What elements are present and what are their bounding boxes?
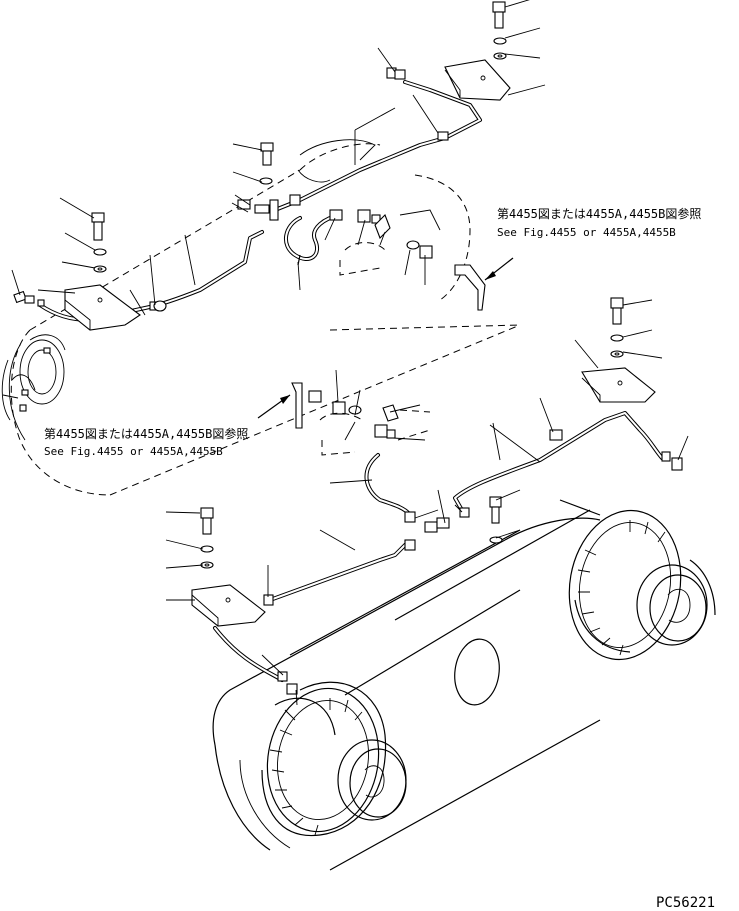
drawing-number: PC56221	[656, 895, 715, 911]
upper-left-bolt-stack	[91, 212, 107, 273]
lower-leader-lines	[165, 299, 689, 706]
upper-center-fittings	[237, 142, 381, 224]
lower-center-fittings	[404, 496, 503, 544]
reference-note-upper-jp: 第4455図または4455A,4455B図参照	[497, 206, 701, 221]
lower-final-drive-housing	[212, 499, 716, 871]
lower-left-hub	[239, 681, 407, 849]
lower-brake-pipes	[213, 411, 664, 682]
upper-left-elbow	[13, 290, 45, 307]
upper-hub	[1, 339, 65, 421]
reference-note-lower-en: See Fig.4455 or 4455A,4455B	[44, 445, 223, 458]
lower-right-bracket	[549, 297, 683, 471]
upper-left-brake-pipe	[38, 80, 482, 322]
reference-note-upper: 第4455図または4455A,4455B図参照 See Fig.4455 or …	[497, 206, 701, 239]
lower-right-hub	[568, 509, 708, 661]
lower-left-bracket	[191, 507, 416, 695]
upper-left-bracket	[64, 284, 167, 331]
reference-note-upper-en: See Fig.4455 or 4455A,4455B	[497, 226, 676, 239]
lower-reference-bracket	[291, 382, 431, 456]
upper-leader-lines	[11, 0, 546, 316]
upper-right-bracket	[386, 1, 511, 141]
upper-hose	[284, 213, 342, 266]
upper-reference-bracket	[374, 209, 486, 311]
reference-note-lower-jp: 第4455図または4455A,4455B図参照	[44, 426, 248, 441]
reference-note-lower: 第4455図または4455A,4455B図参照 See Fig.4455 or …	[44, 426, 248, 458]
